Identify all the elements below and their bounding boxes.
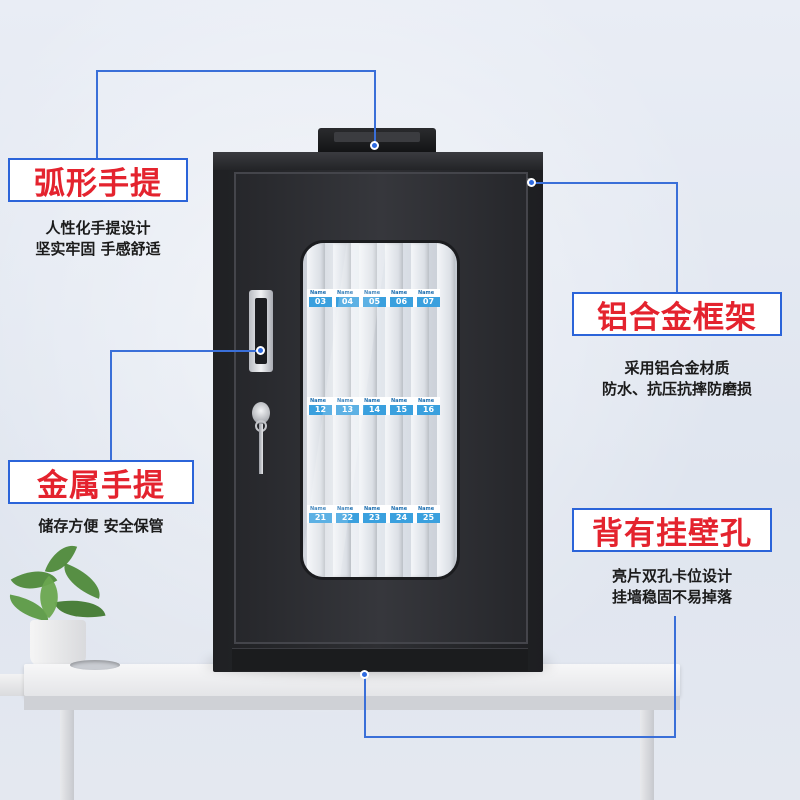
table-front-edge bbox=[24, 696, 680, 710]
pointer-dot-frame bbox=[527, 178, 536, 187]
callout-arc-handle-desc: 人性化手提设计 坚实牢固 手感舒适 bbox=[35, 219, 161, 258]
line-wall-bottom bbox=[364, 736, 676, 738]
line-arc-top bbox=[96, 70, 376, 72]
callout-aluminum-frame: 铝合金框架 bbox=[572, 292, 782, 336]
line-frame-drop bbox=[676, 182, 678, 292]
table-leg-right bbox=[640, 710, 654, 800]
table-leg-left bbox=[60, 710, 74, 800]
cabinet-top bbox=[213, 152, 543, 170]
line-metal-drop bbox=[110, 350, 112, 460]
line-wall-drop bbox=[364, 674, 366, 738]
top-handle-grip bbox=[334, 132, 420, 142]
callout-metal-handle: 金属手提 bbox=[8, 460, 194, 504]
line-wall-rise bbox=[674, 616, 676, 738]
lock-icon[interactable] bbox=[252, 402, 270, 424]
line-frame-top bbox=[528, 182, 678, 184]
cabinet-base bbox=[232, 648, 528, 671]
pointer-dot-metal bbox=[256, 346, 265, 355]
pointer-dot-wall bbox=[360, 670, 369, 679]
line-arc-drop bbox=[374, 70, 376, 146]
key-icon[interactable] bbox=[259, 424, 263, 474]
callout-wall-hole-desc: 亮片双孔卡位设计 挂墙稳固不易掉落 bbox=[611, 567, 732, 606]
callout-arc-handle: 弧形手提 bbox=[8, 158, 188, 202]
callout-wall-hole: 背有挂壁孔 bbox=[572, 508, 772, 552]
callout-metal-handle-desc: 储存方便 安全保管 bbox=[38, 517, 164, 535]
line-arc-left bbox=[96, 70, 98, 158]
callout-aluminum-frame-desc: 采用铝合金材质 防水、抗压抗摔防磨损 bbox=[601, 359, 752, 398]
cable-port bbox=[70, 660, 120, 670]
pointer-dot-arc bbox=[370, 141, 379, 150]
line-metal-top bbox=[110, 350, 260, 352]
